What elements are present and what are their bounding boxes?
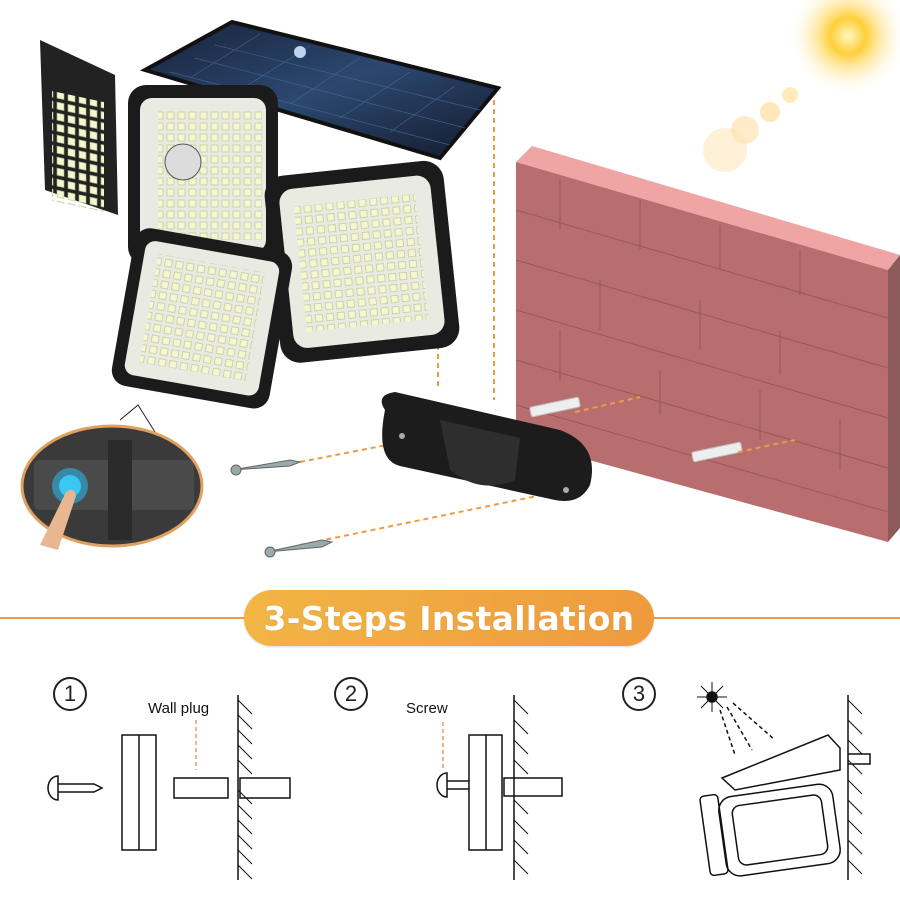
product-illustration — [20, 0, 900, 558]
sun-icon — [703, 0, 900, 172]
mounting-bracket — [381, 392, 592, 501]
sun-icon — [706, 691, 718, 703]
step-3-number: 3 — [622, 677, 656, 711]
solar-panel — [139, 19, 502, 161]
step-2-diagram — [436, 695, 563, 880]
light-head-left — [40, 40, 118, 215]
divider-left — [0, 617, 246, 619]
divider-right — [652, 617, 900, 619]
light-head-center — [128, 85, 278, 265]
step-1-number: 1 — [53, 677, 87, 711]
step-2-number: 2 — [334, 677, 368, 711]
guide-lines — [299, 100, 796, 546]
step-1-diagram — [47, 695, 291, 880]
light-head-right — [264, 160, 460, 363]
wall-plug-icon — [173, 777, 229, 799]
screw-icon — [230, 459, 334, 558]
finger-icon — [40, 489, 76, 550]
wall-plug-label: Wall plug — [148, 700, 210, 717]
screw-label: Screw — [406, 700, 448, 717]
power-button-inset — [20, 404, 204, 550]
light-head-bottom — [111, 228, 293, 409]
step-3-diagram — [697, 682, 871, 880]
title-banner: 3-Steps Installation — [244, 590, 654, 646]
banner-title: 3-Steps Installation — [263, 598, 635, 638]
brick-wall — [515, 146, 900, 542]
wall-plug-icon — [529, 396, 743, 463]
